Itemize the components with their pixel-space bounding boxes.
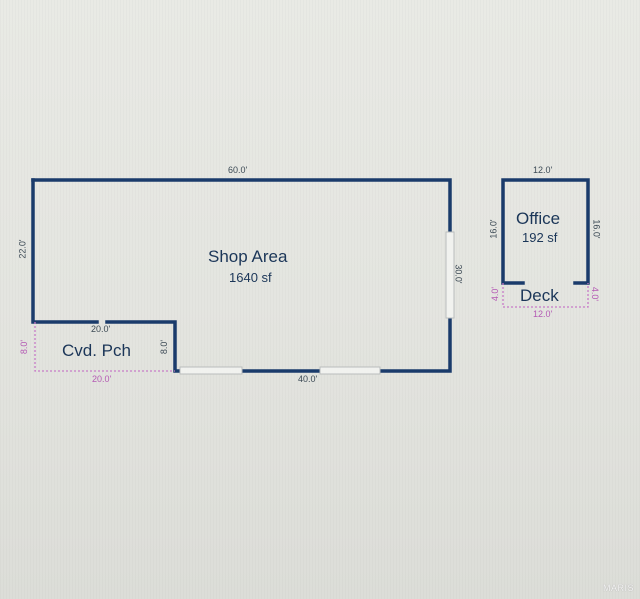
office-walls: [501, 178, 590, 285]
office-label: Office: [516, 209, 561, 228]
shop-top-dimension: 60.0': [228, 165, 248, 175]
shop-walls: [31, 178, 452, 373]
shop-bottom-dimension: 40.0': [298, 374, 318, 384]
shop-right-dimension: 30.0': [453, 264, 464, 284]
porch-bottom-dimension: 20.0': [92, 374, 112, 384]
deck-outline: [502, 283, 589, 308]
shop-area-size: 1640 sf: [229, 270, 272, 285]
office-right-dimension: 16.0': [591, 219, 602, 239]
watermark: MARIS: [602, 583, 634, 593]
shop-area-label: Shop Area: [208, 247, 288, 266]
shop-wall-right-lower: [378, 316, 452, 373]
window-right: [445, 231, 455, 319]
deck-left-dimension: 4.0': [490, 286, 501, 302]
office-top-dimension: 12.0': [533, 165, 553, 175]
porch-outline: [34, 322, 175, 372]
deck-label: Deck: [520, 286, 559, 305]
shop-wall-top-left-side: [31, 178, 452, 234]
porch-left-dimension: 8.0': [19, 339, 30, 355]
porch-top-dimension: 20.0': [91, 324, 111, 334]
porch-right-dimension: 8.0': [159, 339, 170, 355]
porch-wall-top-right: [105, 320, 182, 373]
deck-right-dimension: 4.0': [590, 286, 601, 302]
window-bottom-left: [179, 366, 243, 375]
office-left-dimension: 16.0': [488, 219, 499, 239]
porch-label: Cvd. Pch: [62, 341, 131, 360]
window-bottom-right: [319, 366, 381, 375]
shop-left-dimension: 22.0': [17, 239, 28, 259]
office-area-size: 192 sf: [522, 230, 558, 245]
shop-wall-left: [31, 178, 99, 324]
deck-bottom-dimension: 12.0': [533, 309, 553, 319]
